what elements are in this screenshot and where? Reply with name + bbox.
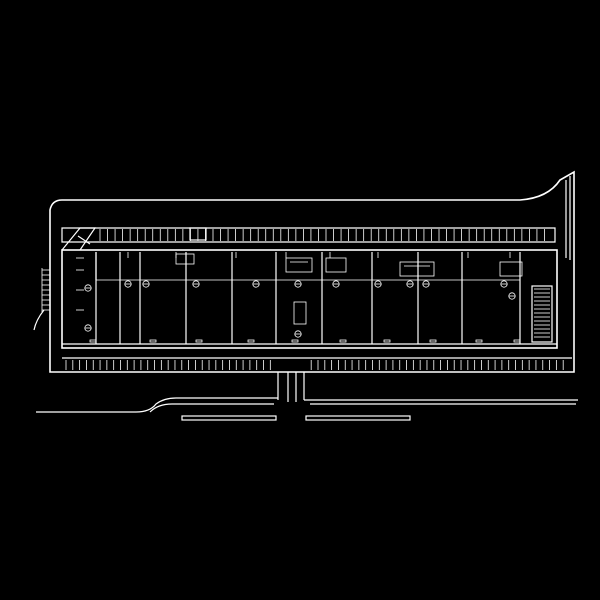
storefront-mark [429,339,437,343]
east-stair [531,285,553,343]
street-median [305,415,411,421]
west-drive-curve [33,309,45,331]
street-curb-inner [149,403,576,413]
corridor-ticks [127,252,511,258]
tenant-demising-walls [95,252,521,344]
building-footprint [61,249,558,349]
front-parking-stalls [65,360,564,370]
fixture-cluster [175,253,195,265]
storefront-mark [339,339,347,343]
fixture-cluster [325,257,347,273]
storefront-mark [89,339,97,343]
site-entry-drive [277,372,305,402]
street-north-curb [36,397,278,413]
fixture-cluster [399,261,435,277]
door-swings [84,280,516,338]
storefront-mark [513,339,521,343]
fixture-cluster [293,301,307,325]
rear-parking-stalls [99,229,545,241]
west-interior-marks [76,257,84,311]
street-median [181,415,277,421]
west-parking-stalls [41,268,50,312]
rear-drive-aisle [61,227,556,243]
fixture-cluster [499,261,523,277]
storefront-mark [149,339,157,343]
northwest-entry [61,227,97,251]
storefront-mark [195,339,203,343]
storefront-mark [475,339,483,343]
property-boundary [49,170,575,373]
fixture-cluster [285,257,313,273]
storefront-mark [247,339,255,343]
storefront-marks [89,339,521,343]
east-edge-detail [565,176,571,260]
storefront-mark [291,339,299,343]
storefront-mark [383,339,391,343]
restroom-fixtures [175,253,523,325]
service-enclosure [189,227,207,241]
